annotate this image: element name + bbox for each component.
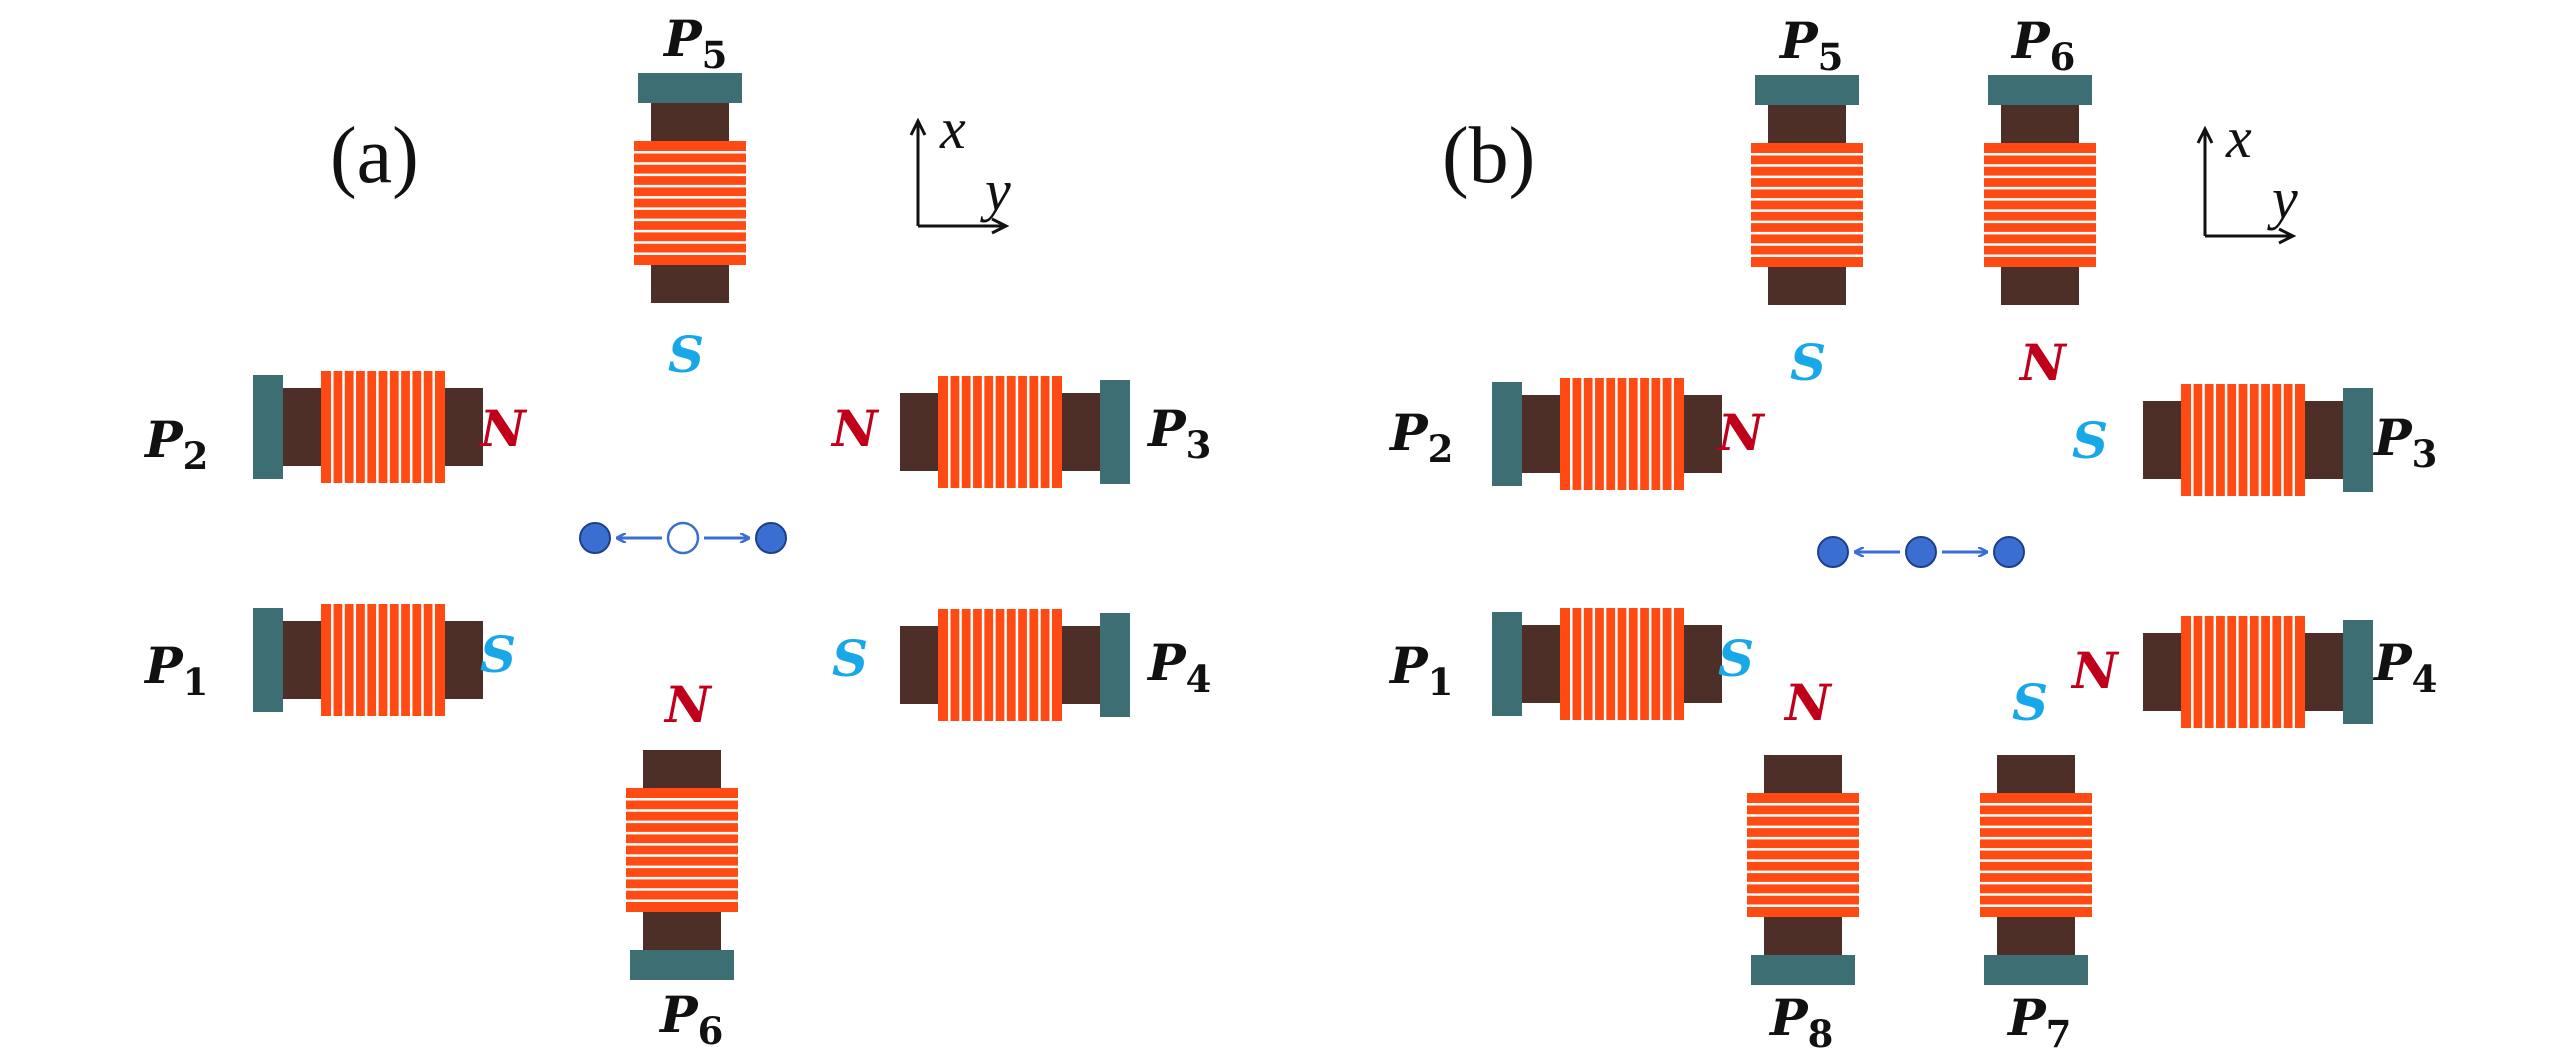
axis-label-y: y [2267,166,2298,231]
coil-label: P2 [143,410,208,478]
ion-chain-a [579,521,787,555]
coil-label: P7 [2006,988,2071,1054]
axis-label-x: x [2225,105,2252,170]
coil-p5 [1751,75,1863,305]
coil-winding [1560,378,1684,490]
coil-end-cap [1755,75,1859,105]
coil-p5 [634,73,746,303]
coil-winding [1751,143,1863,267]
panel-label-b: (b) [1442,112,1535,200]
pole-label-north: N [2070,641,2120,700]
ion-chain-b [1817,536,2025,568]
coil-end-cap [253,608,283,712]
coil-p4 [900,609,1130,721]
coil-label: P2 [1388,403,1453,471]
coil-end-cap [1100,380,1130,484]
axes-indicator-a: x y [909,96,1011,235]
pole-label-south: S [2012,673,2048,732]
pole-label-south: S [668,325,704,384]
coil-winding [321,604,445,716]
pole-label-south: S [832,629,868,688]
panel-b: (b) x y P2 N P1 S P3 S P4 N P5 S P6 [1388,11,2437,1054]
coil-winding [938,376,1062,488]
coil-p2 [253,371,483,483]
coil-end-cap [1492,382,1522,486]
coil-p6 [626,750,738,980]
coil-end-cap [1751,955,1855,985]
ion-hollow [666,521,700,555]
coil-p2 [1492,378,1722,490]
panel-a: (a) x y P2 N P1 S P3 N P4 S P5 S P6 [143,9,1211,1053]
pole-label-south: S [480,625,516,684]
axes-indicator-b: x y [2196,105,2298,245]
coil-label: P3 [1146,399,1211,467]
coil-end-cap [638,73,742,103]
ion [1817,536,1849,568]
coil-winding [626,788,738,912]
axis-label-x: x [939,96,966,161]
pole-label-south: S [2072,411,2108,470]
coil-winding [1984,143,2096,267]
coil-label: P1 [143,636,208,704]
coil-end-cap [1988,75,2092,105]
coil-label: P6 [658,985,723,1053]
coil-end-cap [1492,612,1522,716]
pole-label-north: N [478,399,528,458]
coil-label: P4 [2372,633,2437,701]
coil-p3 [900,376,1130,488]
coil-winding [321,371,445,483]
coil-winding [938,609,1062,721]
coil-p7 [1980,755,2092,985]
coil-winding [634,141,746,265]
ion [579,522,611,554]
coil-p3 [2143,384,2373,496]
coil-label: P5 [1778,11,1843,79]
coil-end-cap [1100,613,1130,717]
coil-winding [1980,793,2092,917]
coil-label: P8 [1768,988,1833,1054]
panel-label-a: (a) [330,112,419,200]
coil-p1 [1492,608,1722,720]
coil-label: P4 [1146,633,1211,701]
ion [1993,536,2025,568]
coil-end-cap [253,375,283,479]
coil-winding [1747,793,1859,917]
ion [755,522,787,554]
axis-label-y: y [980,158,1011,223]
pole-label-north: N [2018,333,2068,392]
coil-p1 [253,604,483,716]
coil-label: P6 [2010,11,2075,79]
coil-label: P3 [2372,408,2437,476]
coil-end-cap [1984,955,2088,985]
pole-label-north: N [1783,673,1833,732]
pole-label-south: S [1790,333,1826,392]
coil-label: P1 [1388,636,1453,704]
pole-label-north: N [830,399,880,458]
coil-end-cap [630,950,734,980]
pole-label-south: S [1718,629,1754,688]
coil-winding [1560,608,1684,720]
pole-label-north: N [663,675,713,734]
pole-label-north: N [1716,403,1766,462]
coil-end-cap [2343,620,2373,724]
coil-p4 [2143,616,2373,728]
coil-end-cap [2343,388,2373,492]
coil-winding [2181,616,2305,728]
coil-p8 [1747,755,1859,985]
ion [1905,536,1937,568]
coil-label: P5 [662,9,727,77]
coil-p6 [1984,75,2096,305]
coil-winding [2181,384,2305,496]
